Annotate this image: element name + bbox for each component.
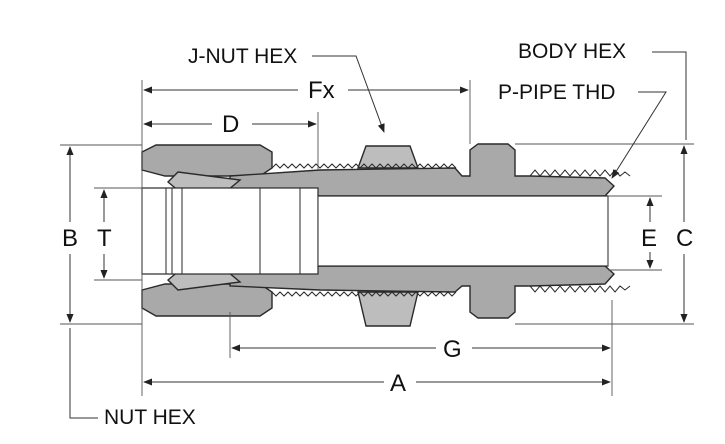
dimension-lines [66, 86, 688, 386]
dim-label-g: G [443, 336, 462, 363]
dim-label-fx: Fx [308, 77, 335, 104]
body-bore [317, 195, 609, 267]
upper-nut [141, 144, 273, 177]
extension-lines [60, 80, 694, 396]
dim-label-c: C [676, 225, 693, 252]
dim-label-a: A [390, 370, 406, 397]
labels: J-NUT HEX BODY HEX P-PIPE THD NUT HEX Fx… [62, 40, 693, 429]
dim-label-e: E [641, 225, 657, 252]
j-nut-hex-bottom [357, 291, 419, 327]
label-j-nut-hex: J-NUT HEX [188, 45, 297, 68]
tube-bore [141, 187, 319, 275]
thread-top-nut [271, 163, 457, 169]
thread-bottom-nut [271, 291, 457, 297]
fitting-cross-section [141, 143, 631, 327]
thread-bottom-pipe [529, 285, 631, 293]
dim-label-b: B [62, 225, 78, 252]
label-body-hex: BODY HEX [518, 40, 626, 63]
leader-lines [69, 51, 687, 419]
j-nut-hex-top [357, 145, 419, 169]
dim-label-d: D [222, 111, 239, 138]
lower-nut [141, 283, 273, 317]
dim-label-t: T [97, 225, 112, 252]
label-p-pipe-thd: P-PIPE THD [498, 81, 615, 104]
label-nut-hex: NUT HEX [104, 406, 196, 429]
